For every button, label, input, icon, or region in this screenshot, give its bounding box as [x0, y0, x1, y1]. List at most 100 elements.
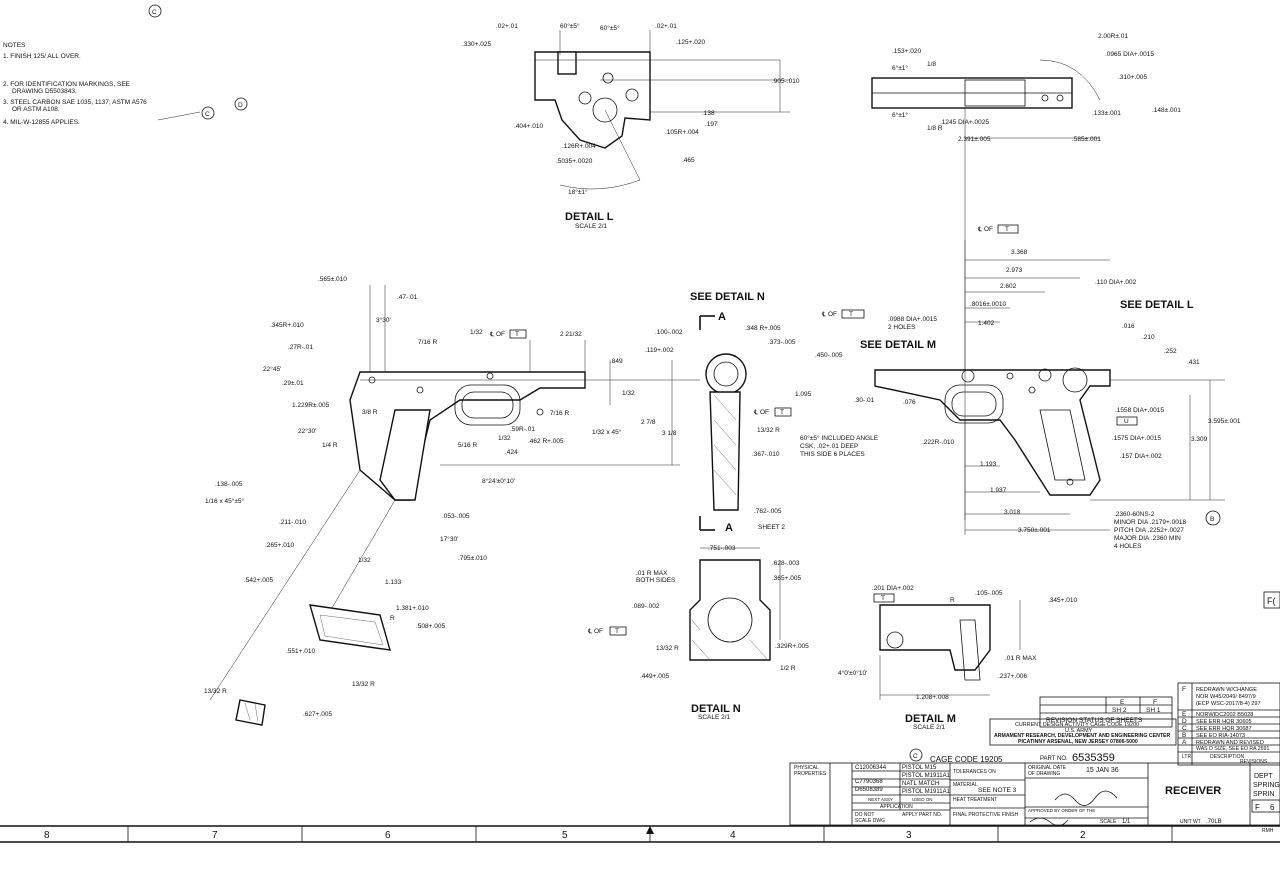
svg-text:SCALE DWG: SCALE DWG	[855, 818, 885, 824]
svg-text:.01 R MAX: .01 R MAX	[636, 570, 668, 577]
revisions-table: F REDRAWN W/CHANGE NOR W45/2049/ 8497/9 …	[1177, 682, 1280, 766]
svg-text:DO NOT: DO NOT	[855, 812, 874, 818]
svg-text:.076: .076	[903, 399, 916, 406]
svg-text:OF DRAWING: OF DRAWING	[1028, 771, 1060, 777]
svg-text:℄ OF: ℄ OF	[489, 331, 505, 338]
svg-text:13/32 R: 13/32 R	[757, 427, 780, 434]
svg-text:6°±1°: 6°±1°	[892, 111, 908, 119]
svg-text:A: A	[1182, 739, 1187, 746]
svg-text:SH 1: SH 1	[1146, 707, 1161, 714]
svg-text:1/8: 1/8	[927, 61, 936, 68]
section-a-view: SEE DETAIL N A .100-.002 .348 R+.005 .11…	[645, 291, 796, 534]
svg-text:1.095: 1.095	[795, 391, 812, 398]
svg-text:.125+.020: .125+.020	[676, 39, 705, 46]
svg-text:.0988 DIA+.0015: .0988 DIA+.0015	[888, 316, 937, 323]
svg-text:.373-.005: .373-.005	[768, 339, 796, 346]
svg-text:.105-.005: .105-.005	[975, 590, 1003, 597]
svg-text:2.973: 2.973	[1006, 267, 1023, 274]
note-1: 1. FINISH 125/ ALL OVER.	[3, 53, 81, 60]
svg-text:NATL MATCH: NATL MATCH	[902, 781, 939, 787]
svg-text:F: F	[1255, 803, 1260, 812]
svg-text:.252: .252	[1164, 348, 1177, 355]
svg-text:.367-.010: .367-.010	[752, 451, 780, 458]
svg-text:1.402: 1.402	[978, 320, 995, 327]
svg-text:CURRENT DESIGN ACTIVITY CAGE C: CURRENT DESIGN ACTIVITY CAGE CODE 19200	[1015, 722, 1139, 728]
svg-text:.100-.002: .100-.002	[655, 329, 683, 336]
svg-text:SPRIN: SPRIN	[1253, 791, 1274, 798]
svg-text:.849: .849	[610, 358, 623, 365]
svg-text:T: T	[615, 628, 619, 635]
svg-text:APPLICATION: APPLICATION	[880, 804, 913, 810]
svg-text:.508+.005: .508+.005	[416, 623, 445, 630]
svg-text:.02+.01: .02+.01	[655, 23, 677, 30]
svg-text:1.937: 1.937	[990, 487, 1007, 494]
svg-text:.197: .197	[705, 121, 718, 128]
svg-text:.30-.01: .30-.01	[854, 397, 875, 404]
svg-text:RMH: RMH	[1262, 828, 1274, 834]
top-right-view: .153+.020 6°±1° 1/8 6°±1° 1/8 R 2.00R±.0…	[871, 33, 1181, 520]
svg-text:R: R	[390, 615, 395, 622]
svg-text:.265+.010: .265+.010	[265, 542, 294, 549]
svg-text:3.018: 3.018	[1004, 509, 1021, 516]
svg-text:SEE ERR HQR 30605: SEE ERR HQR 30605	[1196, 719, 1252, 725]
svg-text:PROPERTIES: PROPERTIES	[794, 771, 827, 777]
right-frame-view: ℄ OF T 3.368 2.973 2.602 .110 DIA+.002 S…	[795, 224, 1241, 550]
svg-text:.119+.002: .119+.002	[645, 347, 674, 354]
svg-text:SH 2: SH 2	[1112, 707, 1127, 714]
svg-text:.795±.010: .795±.010	[458, 555, 487, 562]
svg-text:UNIT WT: UNIT WT	[1180, 819, 1201, 825]
svg-text:8°24'±0°10': 8°24'±0°10'	[482, 477, 515, 485]
svg-text:6: 6	[1270, 803, 1275, 812]
svg-text:F: F	[1182, 686, 1186, 693]
svg-text:1/32: 1/32	[470, 329, 483, 336]
svg-text:3.750±.001: 3.750±.001	[1018, 527, 1051, 534]
svg-text:.153+.020: .153+.020	[892, 48, 921, 55]
svg-text:.8016±.0010: .8016±.0010	[970, 301, 1006, 308]
svg-text:5/16 R: 5/16 R	[458, 442, 477, 449]
zone-4: 4	[730, 830, 736, 841]
svg-text:PART NO.: PART NO.	[1040, 756, 1068, 762]
material-note: SEE NOTE 3	[978, 787, 1017, 794]
svg-text:4 HOLES: 4 HOLES	[1114, 543, 1142, 550]
svg-text:3°30': 3°30'	[376, 316, 391, 324]
svg-text:T: T	[849, 311, 853, 318]
detail-m-view: .201 DIA+.002 T R .105-.005 .345+.010 .0…	[838, 585, 1077, 731]
svg-text:.105R+.004: .105R+.004	[665, 129, 699, 136]
note-2a: 2. FOR IDENTIFICATION MARKINGS, SEE	[3, 81, 131, 88]
svg-text:D6508389: D6508389	[855, 787, 883, 793]
svg-text:1/32: 1/32	[498, 435, 511, 442]
svg-text:.627+.005: .627+.005	[303, 711, 332, 718]
svg-text:.330+.025: .330+.025	[462, 41, 491, 48]
svg-text:.565±.010: .565±.010	[318, 276, 347, 283]
svg-text:1.208+.008: 1.208+.008	[916, 694, 949, 701]
svg-text:℄ OF: ℄ OF	[753, 409, 769, 416]
svg-text:7/16 R: 7/16 R	[550, 410, 569, 417]
svg-text:APPROVED BY ORDER OF THE: APPROVED BY ORDER OF THE	[1028, 808, 1095, 813]
svg-text:.762-.005: .762-.005	[754, 508, 782, 515]
svg-text:.01 R MAX: .01 R MAX	[1005, 655, 1037, 662]
svg-text:DESCRIPTION: DESCRIPTION	[1210, 754, 1245, 760]
zone-7: 7	[212, 830, 218, 841]
svg-text:PHYSICAL: PHYSICAL	[794, 765, 819, 771]
svg-text:7/16 R: 7/16 R	[418, 339, 437, 346]
svg-text:NORWIDC2002 B5028: NORWIDC2002 B5028	[1196, 712, 1253, 718]
svg-text:.222R-.010: .222R-.010	[922, 439, 955, 446]
svg-text:NEXT ASSY: NEXT ASSY	[868, 797, 893, 802]
svg-text:.089-.002: .089-.002	[632, 603, 660, 610]
svg-text:D: D	[1182, 718, 1187, 725]
svg-text:T: T	[881, 595, 885, 602]
svg-text:3/8 R: 3/8 R	[362, 409, 378, 416]
svg-text:R: R	[950, 597, 955, 604]
svg-text:A: A	[725, 522, 733, 534]
svg-text:NOR W45/2049/ 8497/9: NOR W45/2049/ 8497/9	[1196, 694, 1256, 700]
svg-text:℄ OF: ℄ OF	[587, 628, 603, 635]
svg-text:1.193: 1.193	[980, 461, 997, 468]
see-detail-l-label: SEE DETAIL L	[1120, 299, 1194, 311]
svg-text:APPLY PART NO.: APPLY PART NO.	[902, 812, 942, 818]
see-detail-n-label: SEE DETAIL N	[690, 291, 765, 303]
svg-text:1/8 R: 1/8 R	[927, 125, 943, 132]
svg-text:TOLERANCES ON: TOLERANCES ON	[953, 769, 996, 775]
svg-text:.449+.005: .449+.005	[640, 673, 669, 680]
zone-8: 8	[44, 830, 50, 841]
